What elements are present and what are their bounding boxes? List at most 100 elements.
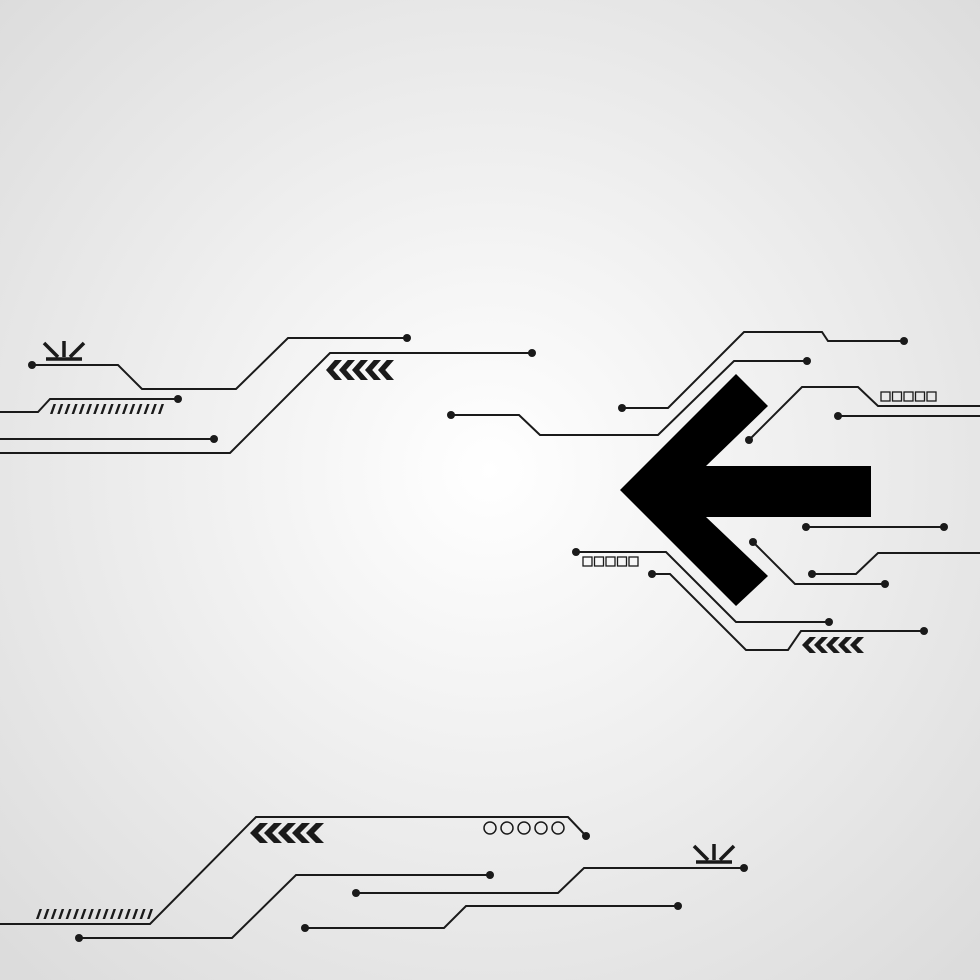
hatch-mark [86,404,92,414]
hatch-mark [78,404,85,414]
square-mark [891,391,903,402]
chevron-left-icon [292,823,310,843]
hatch-mark [150,404,157,414]
chevron-left-group-icon [250,823,324,843]
chevron-left-icon [250,823,268,843]
hatch-mark [71,404,78,414]
square-marks-top [880,391,937,402]
circle-mark [534,821,548,835]
circuit-node [881,580,889,588]
left-arrow-icon [620,374,871,606]
chevron-left-icon [352,360,368,380]
circuit-nodes-bottom [75,832,748,942]
hatch-bar-upper-left [50,404,164,414]
circuit-node [745,436,753,444]
chevron-left-icon [264,823,282,843]
circuit-traces-upper-left [0,337,532,454]
hatch-bar-bottom [36,909,153,919]
circuit-node [803,357,811,365]
circuit-node [749,538,757,546]
square-mark [914,391,926,402]
chevron-left-icon [802,637,816,653]
circuit-node [301,924,309,932]
hatch-mark [64,404,71,414]
hatch-mark [132,909,139,919]
hatch-mark [158,404,164,414]
circuit-node [210,435,218,443]
chevron-left-group-icon [802,637,864,653]
circle-marks [483,821,565,835]
chevron-left-icon [365,360,381,380]
circuit-node [528,349,536,357]
hatch-mark [50,404,56,414]
hatch-mark [57,404,64,414]
hatch-mark [143,404,150,414]
chevron-left-icon [378,360,394,380]
hatch-mark [87,909,94,919]
hatch-mark [124,909,131,919]
hatch-mark [36,909,42,919]
converge-stroke [68,341,86,359]
circuit-trace [0,816,587,925]
hatch-mark [100,404,107,414]
circle-mark [500,821,514,835]
hatch-mark [93,404,100,414]
hatch-mark [107,404,114,414]
hatch-mark [102,909,109,919]
chevron-left-icon [326,360,342,380]
square-marks-mid [582,556,639,567]
square-mark [628,556,639,567]
circuit-node [75,934,83,942]
circuit-traces-bottom [0,816,744,939]
hatch-mark [73,909,79,919]
square-mark [926,391,937,402]
circuit-node [900,337,908,345]
circuit-trace [451,360,807,436]
circuit-trace [652,573,924,651]
circuit-trace [0,398,178,413]
converge-stroke [692,844,710,862]
circuit-node [447,411,455,419]
circuit-trace [32,337,407,390]
square-mark [880,391,891,402]
hatch-mark [129,404,136,414]
circuit-node [174,395,182,403]
circuit-traces-right [451,331,980,651]
circle-mark [483,821,497,835]
converge-stroke [718,844,736,862]
hatch-marks [50,404,164,414]
circuit-node [648,570,656,578]
circuit-trace [622,331,904,409]
hatch-mark [65,909,72,919]
circuit-trace [748,386,980,441]
circuit-node [802,523,810,531]
circuit-node [572,548,580,556]
circuit-node [808,570,816,578]
hatch-mark [50,909,57,919]
circuit-trace [0,352,532,454]
hatch-mark [80,909,87,919]
hatch-mark [114,404,121,414]
chevron-left-icon [826,637,840,653]
circuit-node [740,864,748,872]
circuit-trace [576,551,829,623]
hatch-mark [139,909,146,919]
converge-arrows-icon [42,341,86,361]
chevron-left-icon [278,823,296,843]
hatch-mark [58,909,65,919]
circuit-trace [752,541,885,585]
circuit-nodes-right [447,337,948,635]
square-mark [593,556,605,567]
circuit-node [940,523,948,531]
hatch-mark [117,909,124,919]
chevron-left-icon [339,360,355,380]
hatch-mark [147,909,153,919]
converge-stroke [42,341,60,359]
circuit-node [403,334,411,342]
circuit-node [352,889,360,897]
circuit-node [825,618,833,626]
circuit-trace [356,867,744,894]
circle-mark [517,821,531,835]
